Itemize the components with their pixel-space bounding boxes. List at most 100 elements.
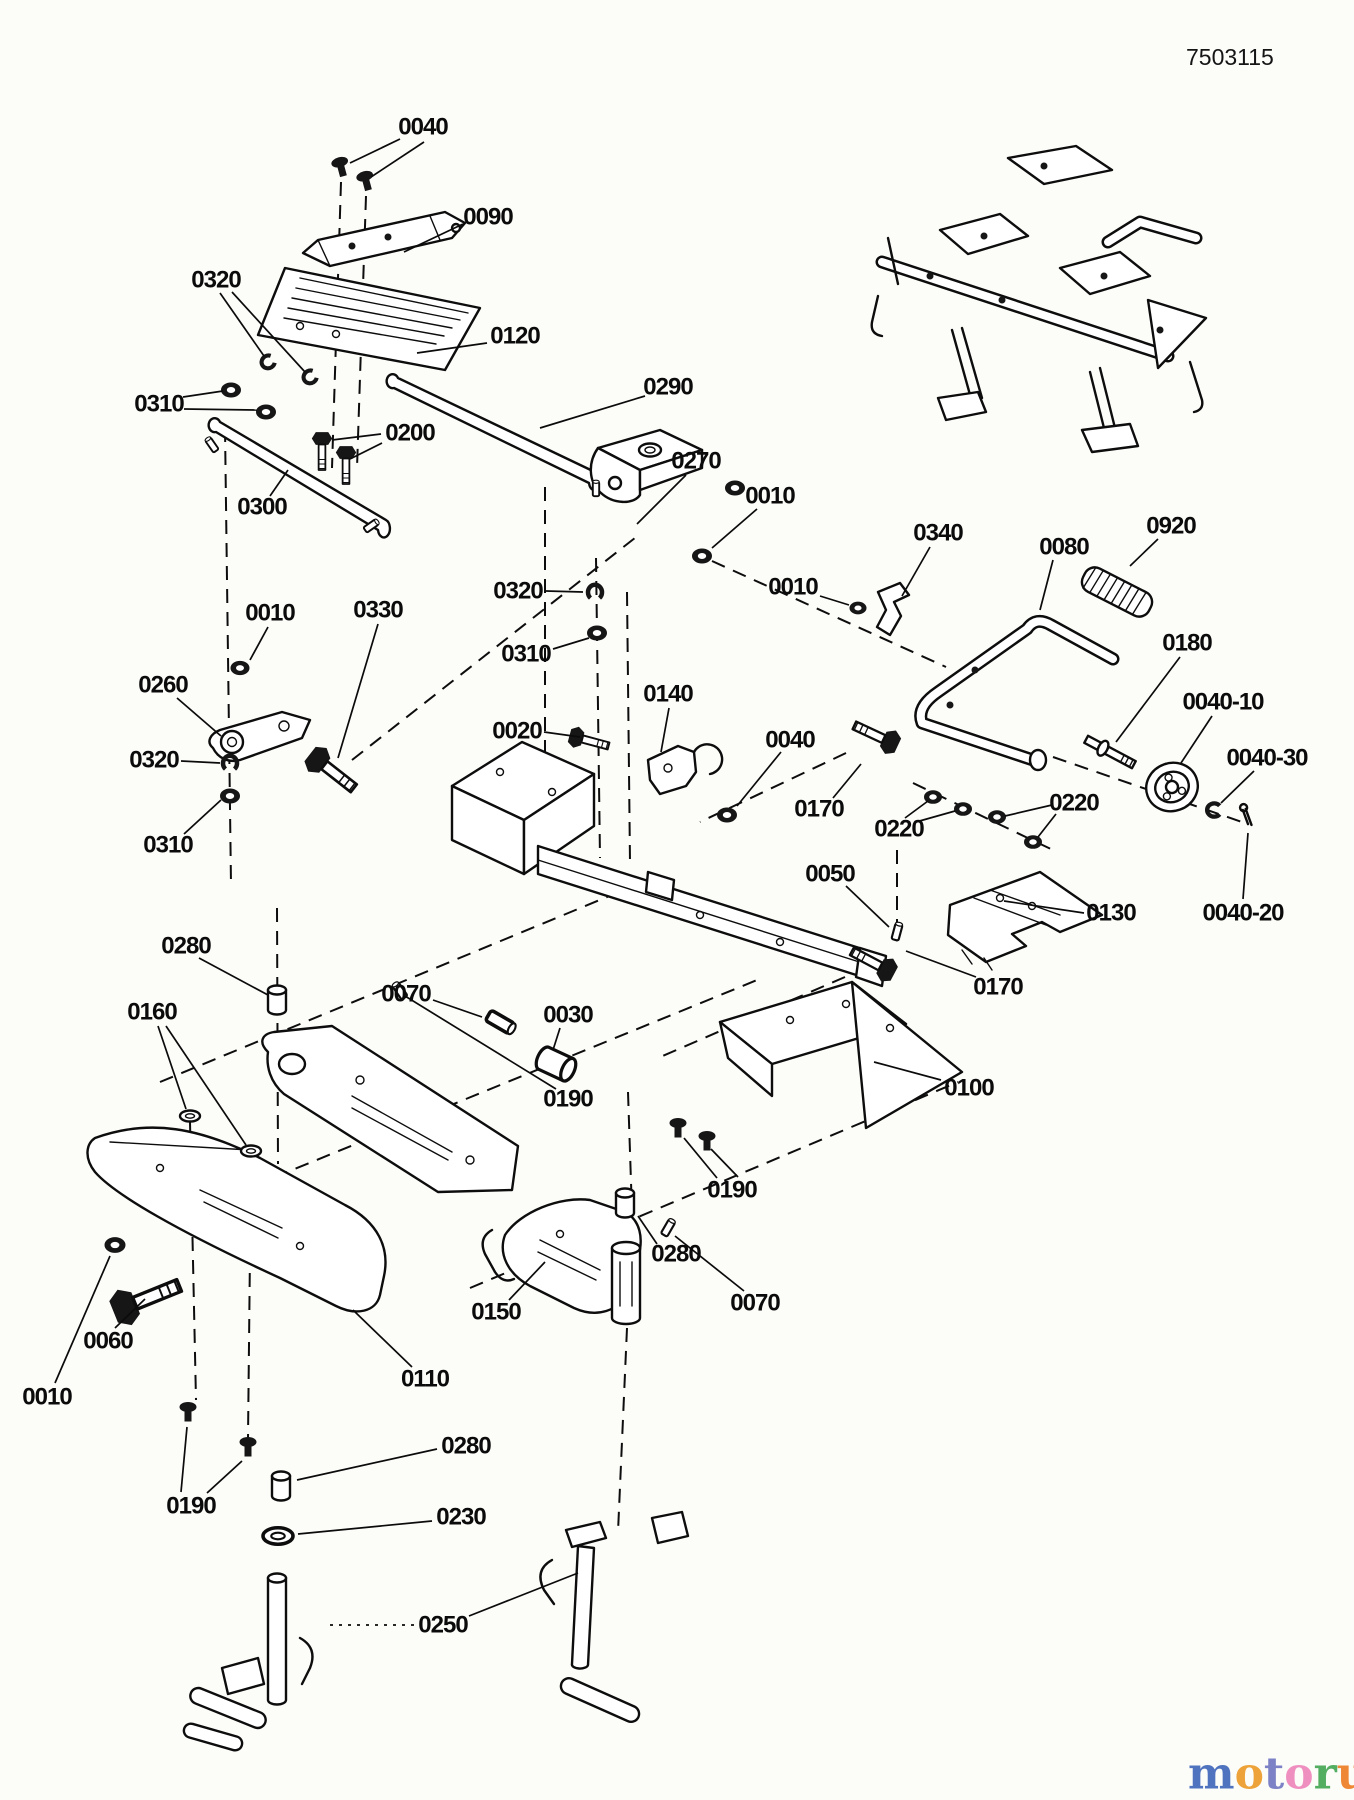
leader-line	[176, 697, 222, 737]
part-blt	[311, 431, 333, 471]
logo-letter: u	[1336, 1748, 1354, 1800]
leader-line	[819, 595, 850, 606]
part-label-0330: 0330	[353, 597, 403, 624]
part-clip	[588, 585, 602, 598]
part-blt	[335, 445, 357, 485]
part-label-0260: 0260	[138, 672, 188, 699]
part-scr	[330, 155, 352, 179]
leader-line	[182, 390, 224, 398]
part-label-0190: 0190	[707, 1177, 757, 1204]
part-label-0060: 0060	[83, 1328, 133, 1355]
part-label-0040-30: 0040-30	[1226, 745, 1308, 772]
leader-line	[636, 474, 687, 525]
part-label-0100: 0100	[944, 1075, 994, 1102]
leader-line	[180, 760, 221, 764]
part-labels: 0040009003200120029003100200030002700010…	[22, 114, 1309, 1639]
leader-line	[206, 1460, 243, 1494]
part-0250-right	[539, 1510, 690, 1724]
leader-line	[157, 1025, 187, 1110]
leader-line	[683, 1137, 718, 1179]
leader-line	[552, 1027, 561, 1051]
leader-line	[711, 508, 758, 549]
part-label-0300: 0300	[237, 494, 287, 521]
part-label-0320: 0320	[191, 267, 241, 294]
leader-line	[1003, 900, 1085, 914]
part-wsh	[178, 1109, 202, 1123]
leader-line	[337, 623, 379, 759]
part-label-0290: 0290	[643, 374, 693, 401]
part-label-0310: 0310	[501, 641, 551, 668]
part-nut	[256, 404, 276, 420]
part-0090-bracket	[301, 210, 467, 268]
leader-line	[1039, 559, 1054, 611]
part-nut	[221, 382, 241, 398]
leader-line	[1242, 832, 1249, 900]
part-label-0230: 0230	[436, 1504, 486, 1531]
leader-line	[269, 469, 289, 497]
leader-line	[1115, 656, 1181, 743]
part-label-0920: 0920	[1146, 513, 1196, 540]
leader-line	[219, 292, 265, 357]
logo-word: motoruf	[1188, 1749, 1354, 1800]
part-label-0310: 0310	[143, 832, 193, 859]
part-label-0170: 0170	[794, 796, 844, 823]
part-wsh	[239, 1144, 263, 1158]
part-label-0160: 0160	[127, 999, 177, 1026]
part-pin	[203, 434, 220, 454]
leader-line	[1004, 804, 1053, 817]
part-0300-rod	[207, 417, 392, 539]
part-clip	[1207, 803, 1220, 816]
part-blt	[105, 1266, 188, 1331]
part-bsh	[266, 984, 288, 1016]
part-label-0070: 0070	[730, 1290, 780, 1317]
part-label-0110: 0110	[401, 1366, 450, 1393]
part-blt	[847, 713, 904, 758]
part-0110-bumper	[86, 1126, 387, 1313]
part-nut	[717, 807, 737, 823]
part-label-0010: 0010	[768, 574, 818, 601]
part-pin	[890, 920, 905, 942]
leader-lines	[54, 138, 1255, 1626]
leader-line	[508, 1261, 546, 1301]
part-label-0080: 0080	[1039, 534, 1089, 561]
leader-line	[468, 1572, 579, 1617]
document-number: 7503115	[1186, 44, 1274, 70]
part-nut	[849, 601, 867, 615]
leader-line	[1220, 770, 1255, 804]
part-nut	[725, 480, 745, 496]
logo-letter: o	[1284, 1748, 1314, 1800]
part-label-0020: 0020	[492, 718, 542, 745]
logo-letter: o	[1234, 1748, 1264, 1800]
part-blt	[300, 741, 364, 801]
part-label-0030: 0030	[543, 1002, 593, 1029]
part-label-0170: 0170	[973, 974, 1023, 1001]
logo-letter: t	[1263, 1748, 1285, 1800]
part-label-0010: 0010	[245, 600, 295, 627]
leader-line	[552, 637, 590, 650]
leader-line	[403, 223, 464, 253]
assembly-axis-lines	[159, 181, 1243, 1533]
part-bsh	[270, 1470, 292, 1502]
part-blt	[566, 724, 613, 757]
part-label-0040: 0040	[765, 727, 815, 754]
assembled-view-inset	[870, 144, 1208, 454]
part-label-0040-20: 0040-20	[1202, 900, 1284, 927]
leader-line	[736, 751, 782, 807]
part-label-0340: 0340	[913, 520, 963, 547]
part-nut	[230, 660, 250, 676]
part-label-0320: 0320	[129, 747, 179, 774]
part-scr	[698, 1131, 716, 1151]
part-nut	[988, 810, 1006, 824]
leader-line	[543, 731, 581, 738]
part-label-0070: 0070	[381, 981, 431, 1008]
leader-line	[1037, 813, 1057, 838]
leader-line	[539, 395, 646, 429]
part-label-0150: 0150	[471, 1299, 521, 1326]
part-0040-20-pin	[1238, 802, 1253, 827]
leader-line	[710, 1148, 739, 1178]
part-label-0140: 0140	[643, 681, 693, 708]
part-nut	[587, 625, 607, 641]
part-pin	[591, 479, 601, 498]
part-clip	[259, 354, 276, 371]
